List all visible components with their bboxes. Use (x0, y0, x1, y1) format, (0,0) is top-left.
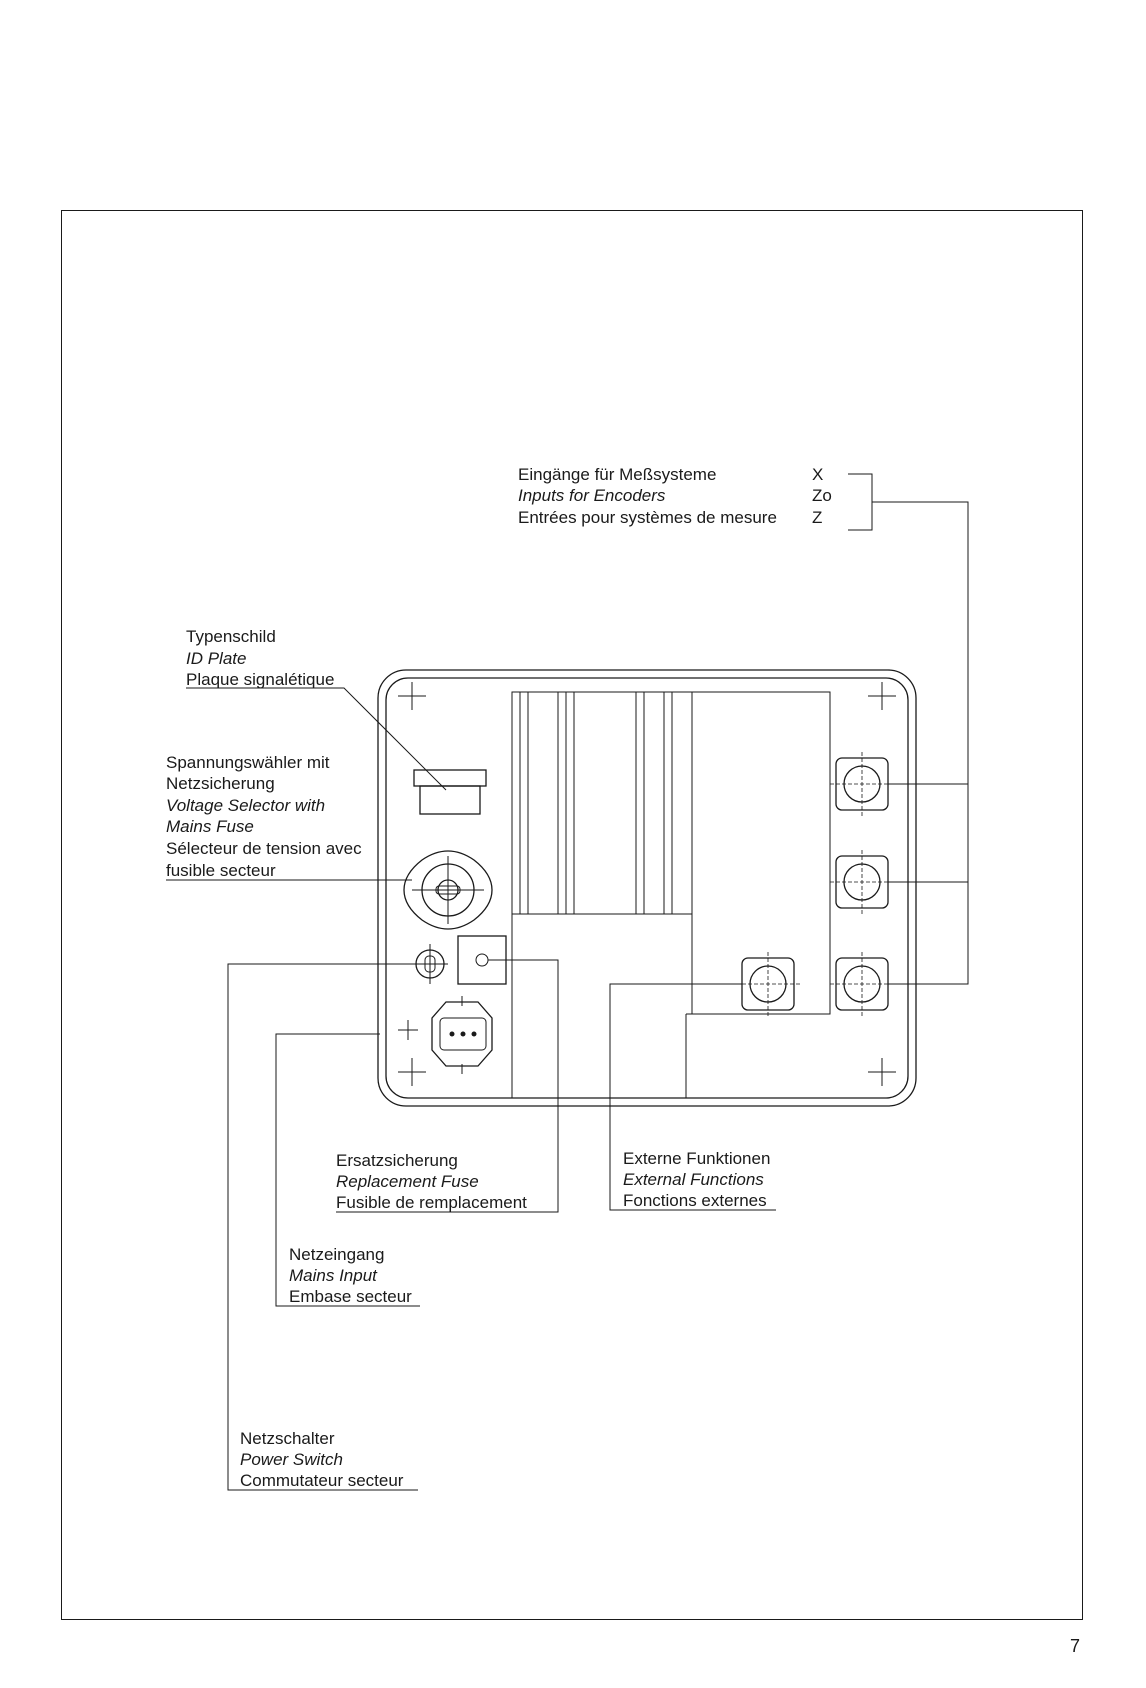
replacement-fuse-label-en: Replacement Fuse (336, 1172, 479, 1191)
mains-input-shape (431, 996, 493, 1074)
encoder-connector-zo (830, 850, 894, 914)
label-external-functions: Externe Funktionen External Functions Fo… (623, 1149, 770, 1210)
power-switch-shape (412, 944, 448, 984)
voltage-selector-label-fr1: Sélecteur de tension avec (166, 839, 362, 858)
power-switch-label-en: Power Switch (240, 1450, 343, 1469)
label-id-plate: Typenschild ID Plate Plaque signalétique (186, 627, 334, 689)
mains-input-label-de: Netzeingang (289, 1245, 384, 1264)
encoders-label-en: Inputs for Encoders (518, 486, 666, 505)
label-voltage-selector: Spannungswähler mit Netzsicherung Voltag… (166, 753, 362, 880)
power-switch-label-fr: Commutateur secteur (240, 1471, 404, 1490)
id-plate-label-de: Typenschild (186, 627, 276, 646)
leader-lines (166, 473, 969, 1491)
voltage-selector-shape (403, 850, 493, 930)
encoders-label-de: Eingänge für Meßsysteme (518, 465, 716, 484)
axis-z-label: Z (812, 508, 822, 527)
label-power-switch: Netzschalter Power Switch Commutateur se… (240, 1429, 404, 1490)
id-plate-shape (413, 769, 487, 815)
page-number: 7 (1070, 1636, 1081, 1656)
axis-zo-label: Zo (812, 486, 832, 505)
axis-x-label: X (812, 465, 823, 484)
power-switch-label-de: Netzschalter (240, 1429, 335, 1448)
external-functions-label-fr: Fonctions externes (623, 1191, 767, 1210)
id-plate-label-fr: Plaque signalétique (186, 670, 334, 689)
encoders-label-fr: Entrées pour systèmes de mesure (518, 508, 777, 527)
id-plate-label-en: ID Plate (186, 649, 246, 668)
device-housing (377, 669, 917, 1107)
voltage-selector-label-fr2: fusible secteur (166, 861, 276, 880)
encoder-connector-x (830, 752, 894, 816)
voltage-selector-label-en2: Mains Fuse (166, 817, 254, 836)
external-functions-connector (736, 952, 800, 1016)
replacement-fuse-label-fr: Fusible de remplacement (336, 1193, 527, 1212)
external-functions-label-en: External Functions (623, 1170, 764, 1189)
voltage-selector-label-en1: Voltage Selector with (166, 796, 325, 815)
mounting-screws (398, 682, 896, 1086)
heat-sink (511, 691, 831, 1098)
mains-input-label-fr: Embase secteur (289, 1287, 412, 1306)
replacement-fuse-label-de: Ersatzsicherung (336, 1151, 458, 1170)
external-functions-label-de: Externe Funktionen (623, 1149, 770, 1168)
voltage-selector-label-de1: Spannungswähler mit (166, 753, 330, 772)
label-replacement-fuse: Ersatzsicherung Replacement Fuse Fusible… (336, 1151, 527, 1212)
voltage-selector-label-de2: Netzsicherung (166, 774, 275, 793)
mains-input-label-en: Mains Input (289, 1266, 378, 1285)
page-frame (61, 210, 1083, 1620)
encoder-connector-z (830, 952, 894, 1016)
label-encoders: Eingänge für Meßsysteme Inputs for Encod… (518, 465, 832, 527)
label-mains-input: Netzeingang Mains Input Embase secteur (289, 1245, 412, 1306)
